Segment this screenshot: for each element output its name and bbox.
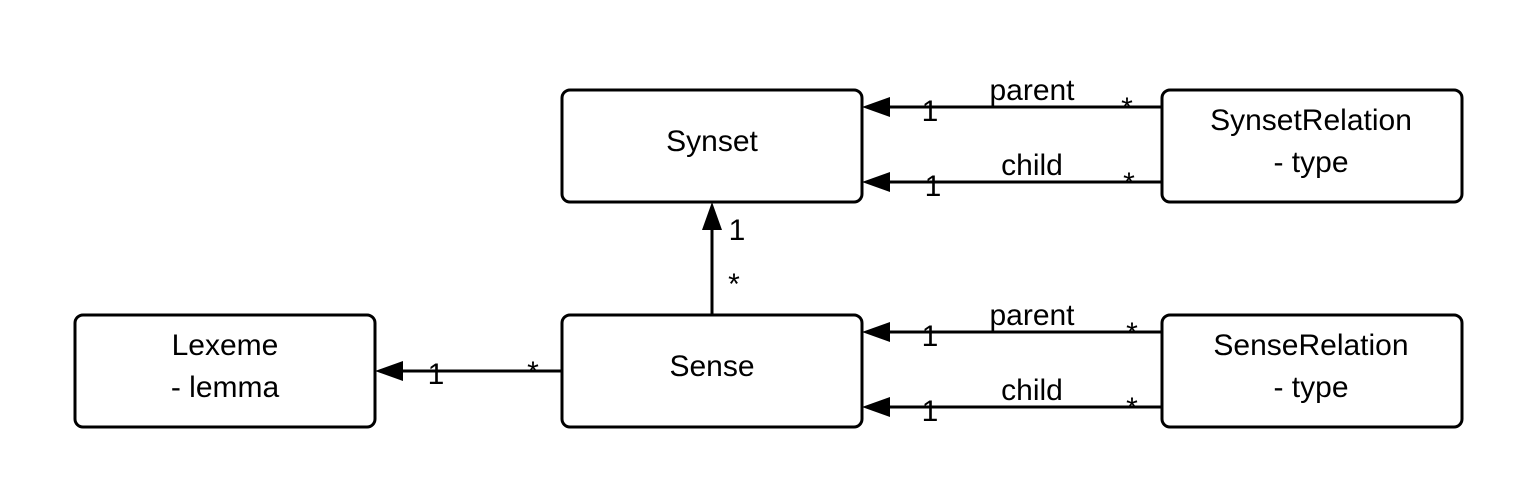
synset-relation-box <box>1160 88 1464 204</box>
lexeme-name: Lexeme <box>172 329 279 362</box>
sense-synset-source-mult: 1 <box>729 214 746 247</box>
sense-child-target-mult: * <box>1126 392 1138 425</box>
sense-child-source-mult: 1 <box>922 395 939 428</box>
synset-parent-association: parent 1 * <box>862 74 1162 128</box>
sense-synset-target-mult: * <box>728 268 740 301</box>
synset-parent-role: parent <box>989 74 1075 107</box>
sense-parent-target-mult: * <box>1126 317 1138 350</box>
sense-child-association: child 1 * <box>862 374 1162 428</box>
sense-name: Sense <box>669 350 754 383</box>
sense-class: Sense <box>560 313 864 429</box>
synset-parent-arrowhead <box>862 97 890 117</box>
sense-relation-attribute: - type <box>1273 371 1348 404</box>
synset-relation-attribute: - type <box>1273 146 1348 179</box>
sense-parent-role: parent <box>989 299 1075 332</box>
synset-child-role: child <box>1001 149 1063 182</box>
lexeme-attribute: - lemma <box>171 371 280 404</box>
sense-synset-arrowhead <box>702 202 722 230</box>
synset-child-arrowhead <box>862 172 890 192</box>
sense-lexeme-association: 1 * <box>375 356 562 391</box>
sense-relation-box <box>1160 313 1464 429</box>
synset-child-source-mult: 1 <box>925 170 942 203</box>
synset-relation-class: SynsetRelation - type <box>1160 88 1464 204</box>
synset-relation-name: SynsetRelation <box>1210 104 1412 137</box>
synset-parent-target-mult: * <box>1121 92 1133 125</box>
synset-name: Synset <box>666 125 758 158</box>
sense-child-arrowhead <box>862 397 890 417</box>
lexeme-class: Lexeme - lemma <box>73 313 377 429</box>
sense-synset-association: 1 * <box>702 202 745 315</box>
sense-parent-arrowhead <box>862 322 890 342</box>
sense-child-role: child <box>1001 374 1063 407</box>
sense-lexeme-source-mult: 1 <box>428 358 445 391</box>
synset-parent-source-mult: 1 <box>922 95 939 128</box>
sense-parent-source-mult: 1 <box>922 320 939 353</box>
synset-class: Synset <box>560 88 864 204</box>
sense-relation-class: SenseRelation - type <box>1160 313 1464 429</box>
sense-lexeme-target-mult: * <box>527 356 539 389</box>
sense-parent-association: parent 1 * <box>862 299 1162 353</box>
synset-child-target-mult: * <box>1123 167 1135 200</box>
sense-lexeme-arrowhead <box>375 361 403 381</box>
sense-relation-name: SenseRelation <box>1213 329 1408 362</box>
synset-child-association: child 1 * <box>862 149 1162 203</box>
